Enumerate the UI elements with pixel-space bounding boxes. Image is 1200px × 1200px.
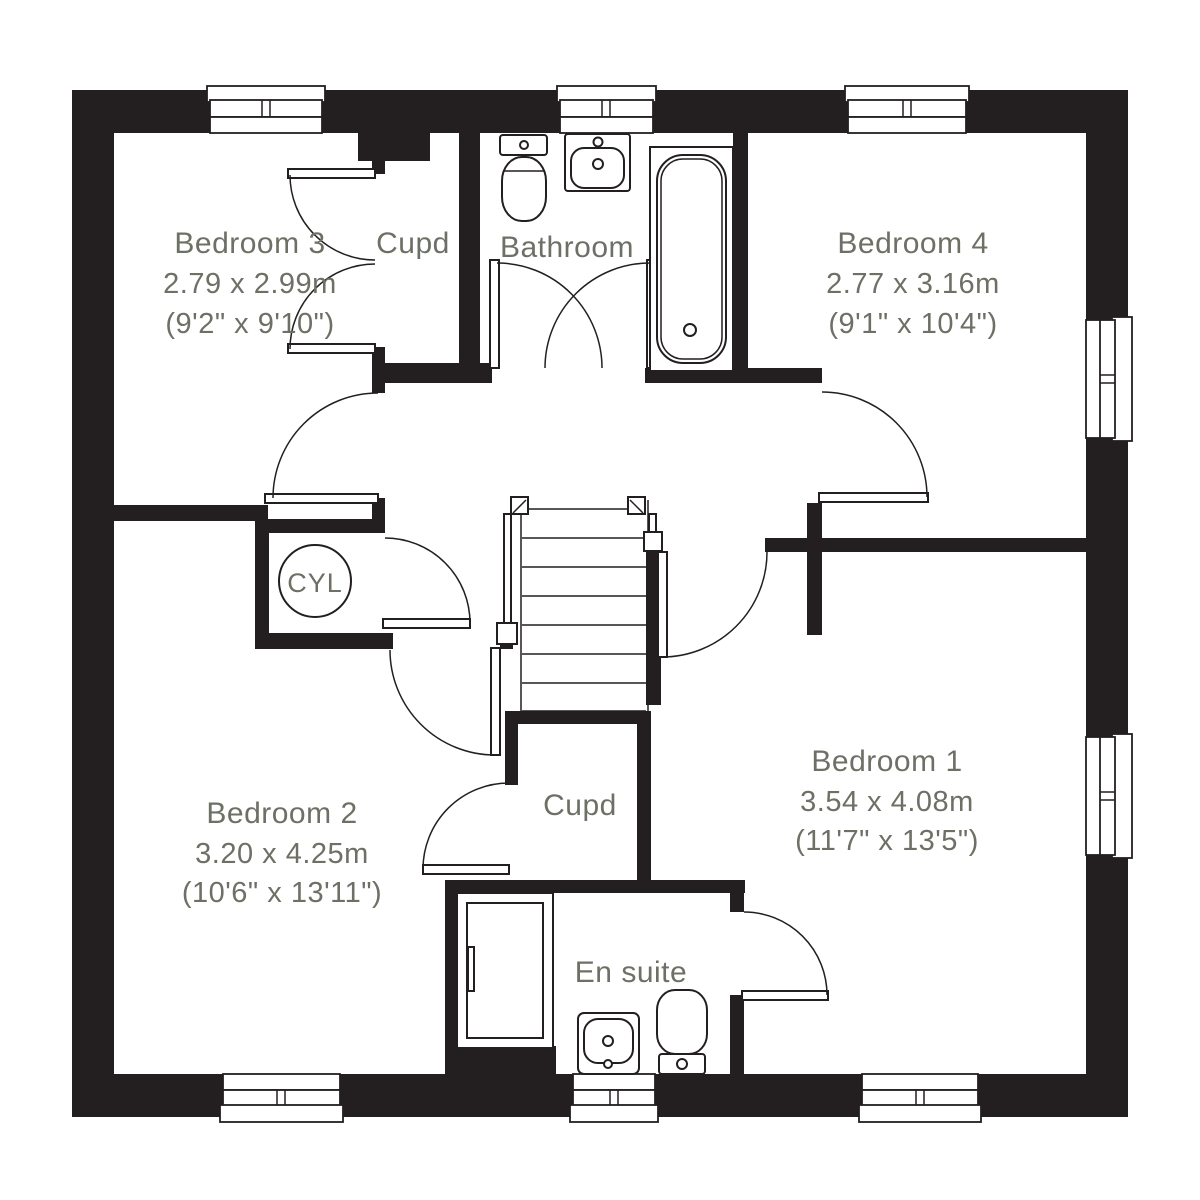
window-bedroom3 [206, 85, 326, 134]
window-ensuite [569, 1073, 659, 1123]
ensuite-basin-icon [577, 1012, 640, 1075]
door-cupboard-top-lower [287, 263, 376, 354]
toilet-icon [499, 134, 548, 222]
svg-text:(10'6" x 13'11"): (10'6" x 13'11") [182, 877, 382, 909]
window-bedroom1-side [1085, 733, 1133, 859]
svg-text:2.77 x 3.16m: 2.77 x 3.16m [826, 268, 1000, 300]
svg-text:Bedroom 3: Bedroom 3 [174, 227, 325, 260]
label-bedroom4: Bedroom 4 2.77 x 3.16m (9'1" x 10'4") [826, 227, 1000, 340]
door-bedroom2 [422, 782, 510, 875]
basin-icon [564, 133, 631, 192]
svg-text:En suite: En suite [575, 956, 687, 989]
cylinder-cupboard: CYL [278, 544, 352, 618]
label-bedroom2: Bedroom 2 3.20 x 4.25m (10'6" x 13'11") [182, 797, 382, 909]
label-ensuite: En suite [575, 956, 687, 989]
door-cupboard-top-upper [287, 168, 376, 261]
label-cupboard-top: Cupd [376, 227, 450, 260]
bathroom-fixtures [499, 133, 734, 372]
stair-treads [522, 508, 646, 712]
door-bedroom4 [818, 391, 929, 503]
svg-text:Bedroom 1: Bedroom 1 [811, 745, 962, 778]
label-bedroom1: Bedroom 1 3.54 x 4.08m (11'7" x 13'5") [795, 745, 979, 857]
door-landing-nook [389, 647, 501, 756]
svg-text:2.79 x 2.99m: 2.79 x 2.99m [163, 268, 337, 300]
door-ensuite [741, 911, 829, 1001]
svg-text:Bedroom 2: Bedroom 2 [206, 797, 357, 830]
room-labels: Bedroom 3 2.79 x 2.99m (9'2" x 9'10") Cu… [163, 227, 1000, 989]
svg-text:3.20 x 4.25m: 3.20 x 4.25m [195, 838, 369, 870]
stairs [496, 496, 663, 712]
ensuite-fixtures [456, 892, 708, 1075]
svg-text:(9'2" x 9'10"): (9'2" x 9'10") [165, 308, 334, 340]
door-bedroom1 [657, 551, 768, 658]
label-bedroom3: Bedroom 3 2.79 x 2.99m (9'2" x 9'10") [163, 227, 337, 340]
label-bathroom: Bathroom [500, 231, 634, 264]
svg-text:Cupd: Cupd [543, 789, 617, 822]
svg-text:(9'1" x 10'4"): (9'1" x 10'4") [828, 308, 997, 340]
window-bedroom4-side [1085, 316, 1133, 442]
svg-text:Bedroom 4: Bedroom 4 [837, 227, 988, 260]
window-bedroom1 [858, 1073, 982, 1123]
window-bedroom4 [844, 85, 970, 134]
svg-text:(11'7" x 13'5"): (11'7" x 13'5") [795, 825, 979, 857]
ensuite-toilet-icon [656, 989, 708, 1075]
svg-text:Cupd: Cupd [376, 227, 450, 260]
label-cupboard-middle: Cupd [543, 789, 617, 822]
shower-icon [456, 892, 554, 1049]
door-cylinder-cupboard [382, 537, 471, 629]
svg-text:Bathroom: Bathroom [500, 231, 634, 264]
svg-text:3.54 x 4.08m: 3.54 x 4.08m [800, 786, 974, 818]
stair-railings [496, 496, 663, 645]
bath-icon [649, 146, 734, 372]
window-bathroom [556, 85, 657, 134]
window-bedroom2 [219, 1073, 344, 1123]
cylinder-icon [278, 544, 352, 618]
cylinder-label: CYL [287, 568, 343, 598]
internal-walls [113, 133, 1087, 1076]
doors [264, 168, 929, 1001]
door-bathroom-left [489, 259, 603, 369]
door-bedroom3 [264, 392, 379, 504]
